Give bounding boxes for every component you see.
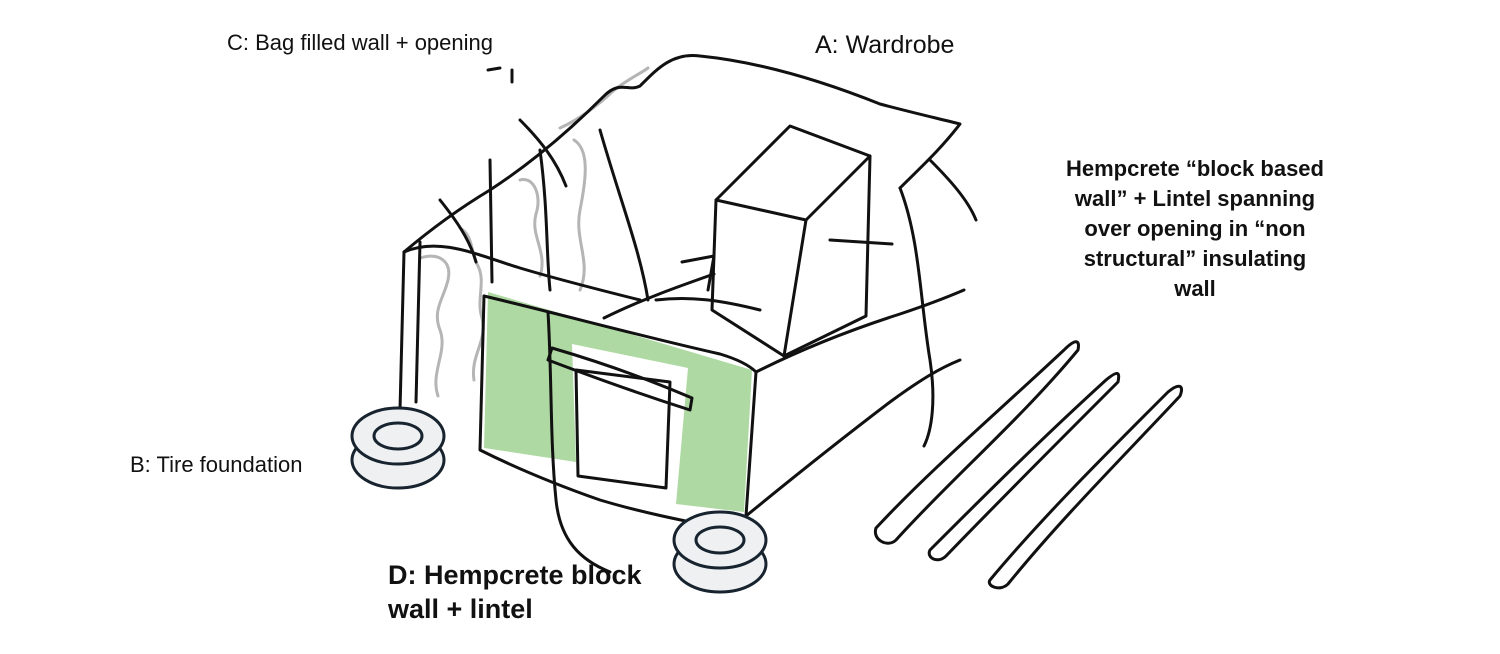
tire-icon <box>672 510 768 594</box>
note-line-2: wall” + Lintel spanning <box>1074 186 1316 211</box>
label-tire-foundation: B: Tire foundation <box>130 452 303 477</box>
label-bag-filled-wall: C: Bag filled wall + opening <box>227 30 493 55</box>
note-line-3: over opening in “non <box>1084 216 1306 241</box>
note-line-1: Hempcrete “block based <box>1066 156 1324 181</box>
label-d-line1: D: Hempcrete block <box>388 560 642 590</box>
label-wardrobe: A: Wardrobe <box>815 31 955 59</box>
note-line-5: wall <box>1174 276 1216 301</box>
tire-icon <box>350 406 446 490</box>
hempcrete-wall-highlight <box>484 292 752 512</box>
hempcrete-note: Hempcrete “block based wall” + Lintel sp… <box>1020 154 1370 304</box>
lintel-block-icon <box>873 340 1183 590</box>
label-hempcrete-block-wall: D: Hempcrete block wall + lintel <box>388 558 688 626</box>
note-line-4: structural” insulating <box>1083 246 1307 271</box>
label-d-line2: wall + lintel <box>388 594 533 624</box>
house-sketch-lines <box>398 53 978 574</box>
